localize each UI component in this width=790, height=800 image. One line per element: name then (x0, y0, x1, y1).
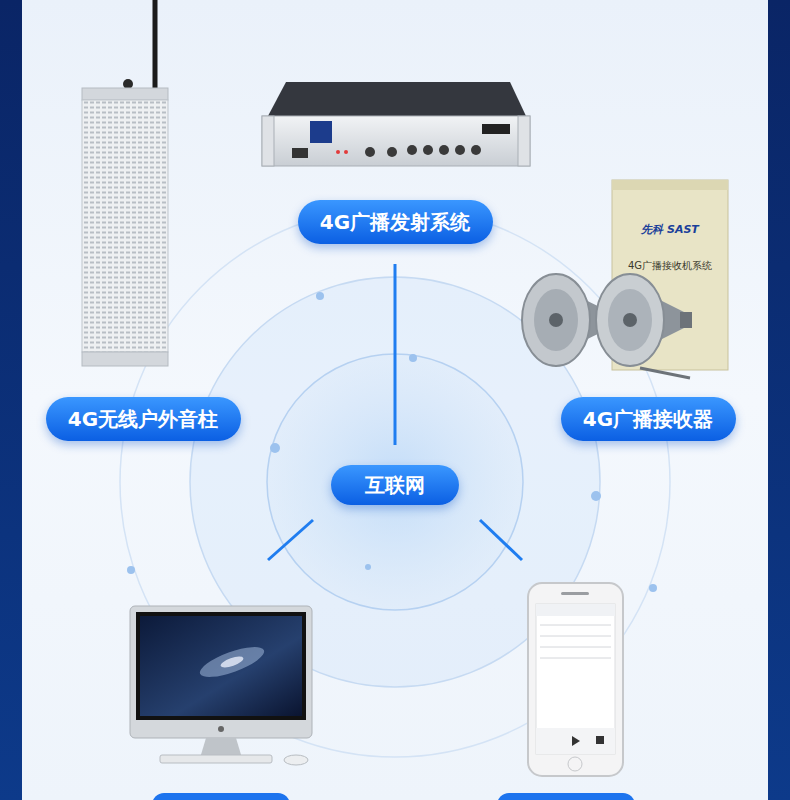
node-label: 4G广播发射系统 (320, 209, 470, 236)
device-pill: 4G广播发射系统 (298, 200, 493, 244)
node-label: 4G无线户外音柱 (68, 406, 218, 433)
device-print: 4G广播接收机系统 (626, 259, 714, 273)
network-link (394, 264, 397, 445)
hub-pill: 互联网 (331, 465, 459, 505)
node-label: 互联网 (365, 472, 425, 499)
device-pill: 4G无线户外音柱 (46, 397, 241, 441)
device-print: 先科 SAST (639, 222, 701, 237)
device-pill: 4G广播接收器 (561, 397, 736, 441)
node-label: 4G广播接收器 (583, 406, 713, 433)
